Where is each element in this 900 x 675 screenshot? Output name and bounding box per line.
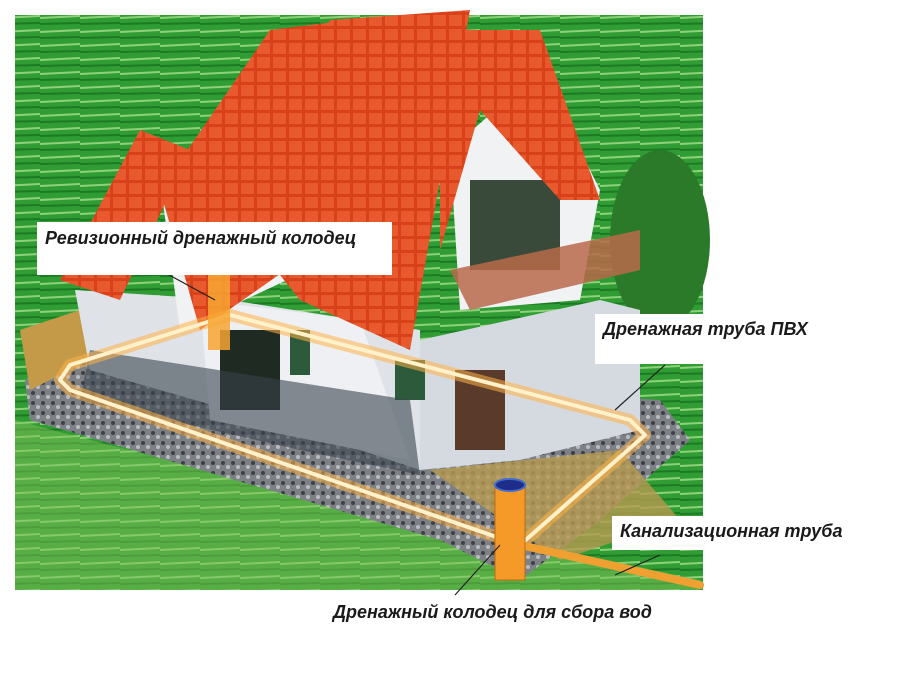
roof-right: [440, 30, 600, 250]
label-collection-well: Дренажный колодец для сбора вод: [333, 602, 652, 622]
label-inspection-well: Ревизионный дренажный колодец: [37, 222, 392, 275]
sewer-pipe: [516, 541, 704, 589]
pvc-drain-pipe: [58, 313, 647, 547]
inspection-well: [208, 275, 230, 350]
balcony-railing: [450, 230, 640, 310]
label-sewer-pipe: Канализационная труба: [612, 516, 892, 550]
window: [290, 330, 310, 375]
collection-well: [494, 484, 526, 581]
tree: [610, 150, 710, 330]
label-pvc-drain-pipe: Дренажная труба ПВХ: [595, 314, 895, 364]
leader-lines: [159, 269, 666, 596]
foundation: [80, 350, 420, 475]
drainage-pipes: [54, 275, 704, 589]
